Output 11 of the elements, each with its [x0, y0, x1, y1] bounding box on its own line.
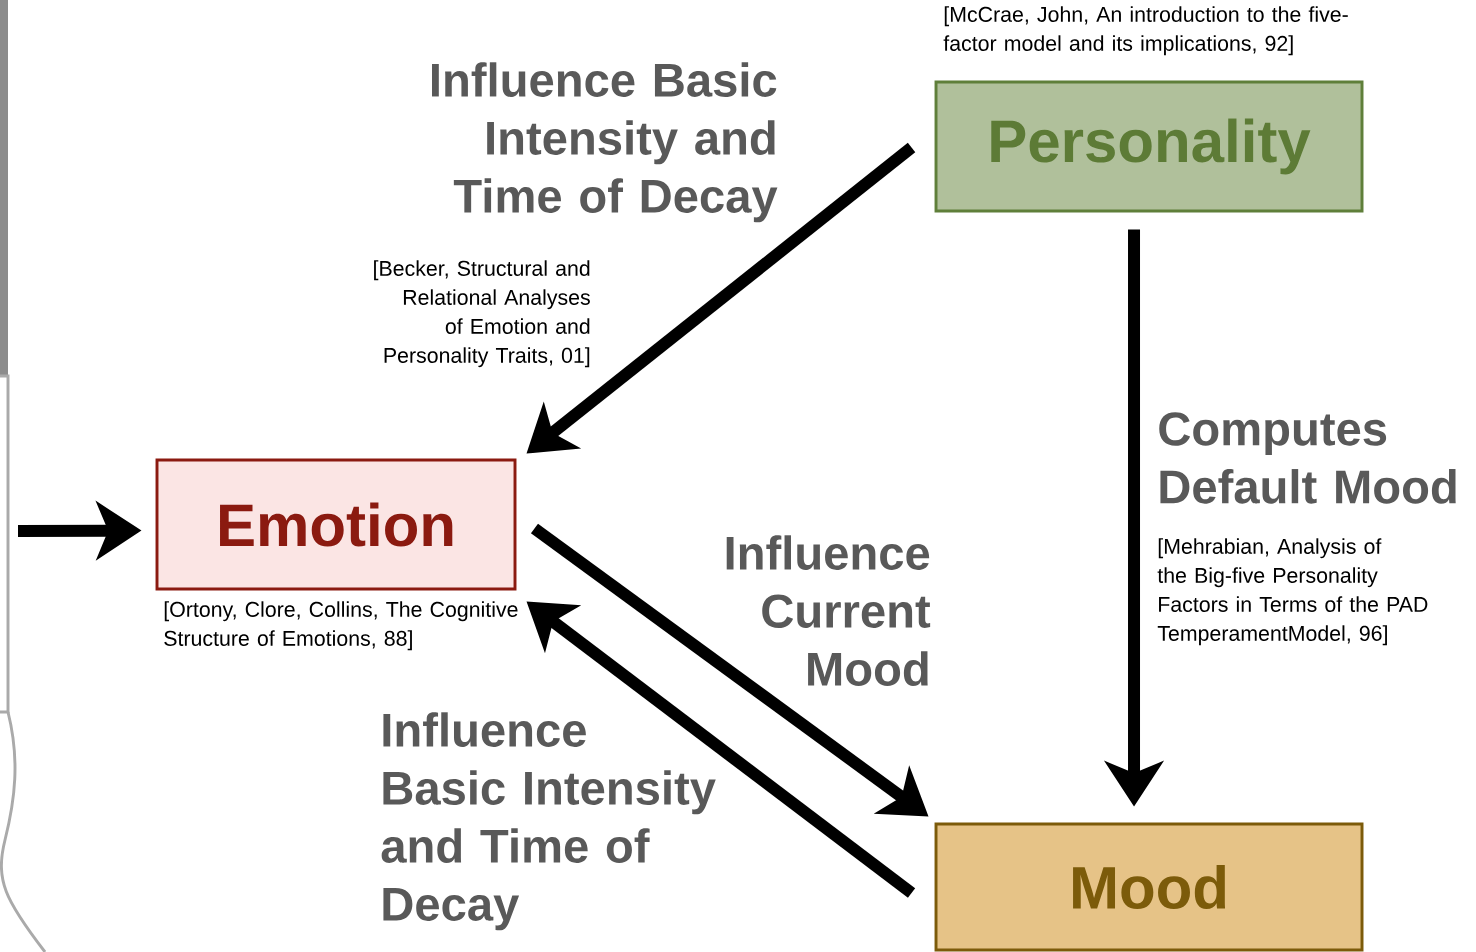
- citation: [Becker, Structural and Relational Analyses of Emotion and Personality Traits, 01]: [374, 260, 590, 368]
- edge-label: Influence Current Mood: [726, 535, 931, 686]
- edge-label: Computes Default Mood: [1159, 412, 1456, 504]
- edge-label: Influence Basic Intensity and Time of Decay: [381, 712, 716, 931]
- box: Mood: [934, 822, 1364, 952]
- box: Emotion: [155, 458, 517, 591]
- citation: [McCrae, John, An introduction to the five-factor model and its implications, 92]: [943, 6, 1348, 56]
- citation: [Mehrabian, Analysis of the Big-five Personality Factors in Terms of the PAD TemperamentModel, 96]: [1157, 538, 1428, 646]
- citation: [Ortony, Clore, Collins, The Cognitive Structure of Emotions, 88]: [164, 601, 518, 651]
- edge-label: Influence Basic Intensity and Time of Decay: [432, 62, 778, 223]
- box: Personality: [934, 80, 1364, 213]
